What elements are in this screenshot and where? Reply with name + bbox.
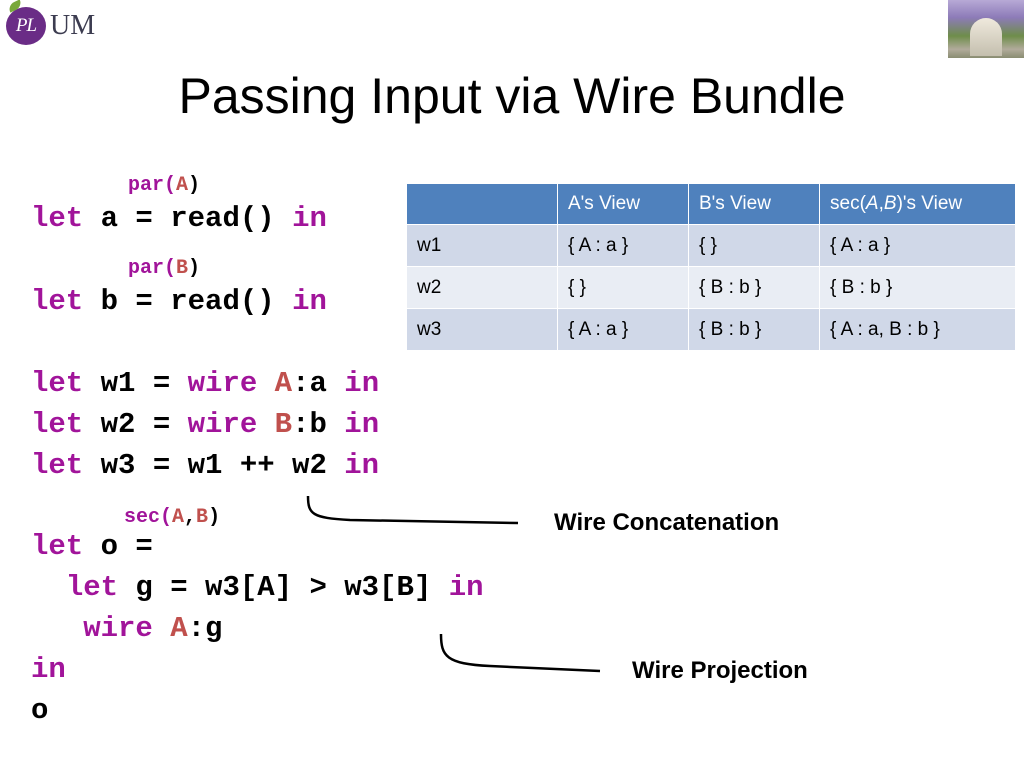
table-header-a-view: A's View bbox=[557, 183, 689, 225]
table-cell: { A : a } bbox=[819, 224, 1016, 267]
code-line-3: let w1 = wire A:a in bbox=[31, 367, 380, 400]
table-cell: { B : b } bbox=[688, 308, 820, 351]
code-line-7: let g = w3[A] > w3[B] in bbox=[65, 571, 484, 604]
logo-badge-text: PL bbox=[15, 15, 37, 36]
slide-title: Passing Input via Wire Bundle bbox=[178, 68, 846, 124]
code-line-9: in bbox=[31, 653, 66, 686]
table-cell: { B : b } bbox=[819, 266, 1016, 309]
wire-concatenation-label: Wire Concatenation bbox=[554, 509, 780, 536]
table-header-sec-view: sec(A,B)'s View bbox=[819, 183, 1016, 225]
table-cell: { } bbox=[557, 266, 689, 309]
annotation-sec-ab: sec(A,B) bbox=[124, 506, 221, 529]
table-cell: { A : a } bbox=[557, 224, 689, 267]
code-line-8: wire A:g bbox=[83, 612, 223, 645]
wisteria-photo bbox=[948, 0, 1024, 58]
table-row: w2 { } { B : b } { B : b } bbox=[406, 266, 1016, 309]
table-header-empty bbox=[406, 183, 558, 225]
annotation-par-a: par(A) bbox=[128, 174, 201, 197]
code-line-2: let b = read() in bbox=[31, 285, 327, 318]
table-header-row: A's View B's View sec(A,B)'s View bbox=[406, 183, 1016, 225]
table-cell: { A : a } bbox=[557, 308, 689, 351]
table-row: w3 { A : a } { B : b } { A : a, B : b } bbox=[406, 308, 1016, 351]
table-cell: { A : a, B : b } bbox=[819, 308, 1016, 351]
concat-callout-line bbox=[306, 495, 519, 525]
code-line-4: let w2 = wire B:b in bbox=[31, 408, 380, 441]
wire-projection-label: Wire Projection bbox=[632, 657, 808, 684]
code-line-6: let o = bbox=[31, 530, 153, 563]
code-line-5: let w3 = w1 ++ w2 in bbox=[31, 449, 380, 482]
table-cell: w1 bbox=[406, 224, 558, 267]
logo-text: UM bbox=[50, 10, 96, 41]
logo-badge: PL bbox=[6, 0, 46, 45]
table-header-b-view: B's View bbox=[688, 183, 820, 225]
code-line-10: o bbox=[31, 694, 49, 727]
table-cell: w2 bbox=[406, 266, 558, 309]
code-line-1: let a = read() in bbox=[31, 202, 327, 235]
projection-callout-line bbox=[439, 633, 601, 673]
logo: PL UM bbox=[6, 0, 96, 46]
annotation-par-b: par(B) bbox=[128, 257, 201, 280]
garden-arch-image bbox=[970, 18, 1002, 56]
table-cell: { B : b } bbox=[688, 266, 820, 309]
table-cell: w3 bbox=[406, 308, 558, 351]
views-table: A's View B's View sec(A,B)'s View w1 { A… bbox=[406, 183, 1016, 351]
